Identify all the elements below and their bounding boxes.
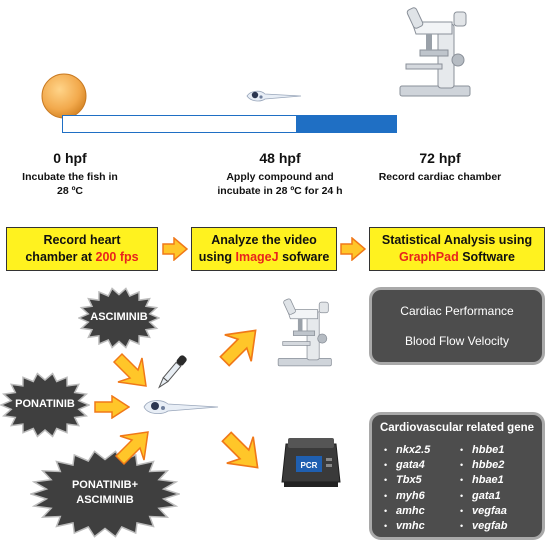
gene-box: Cardiovascular related gene • nkx2.5 • gata… <box>369 412 545 540</box>
gene-bullet: • <box>384 505 388 516</box>
pcr-machine-icon: PCR <box>281 438 341 487</box>
gene-item: nkx2.5 <box>396 444 431 456</box>
compound-combo-line1: PONATINIB+ <box>71 479 139 491</box>
workflow-step-3-highlight: GraphPad <box>398 250 459 264</box>
workflow-step-1-line1: Record heart <box>43 233 121 247</box>
timeline-bar <box>62 115 397 133</box>
stage-time-1: 48 hpf <box>259 150 301 166</box>
workflow-step-3: Statistical Analysis using GraphPad Soft… <box>369 227 545 271</box>
gene-bullet: • <box>460 521 464 531</box>
workflow-step-2-highlight: ImageJ <box>235 250 279 264</box>
stage-desc-1-line1: Apply compound and <box>226 171 334 183</box>
workflow-step-3-post: Software <box>458 250 515 264</box>
timeline-progress-fill <box>296 116 396 132</box>
gene-item: hbae1 <box>472 474 504 487</box>
burst-icon <box>30 450 180 538</box>
stage-desc-0-line2: 28 ºC <box>56 185 83 197</box>
stage-desc-1-line2: incubate in 28 ºC for 24 h <box>217 185 343 197</box>
gene-bullet: • <box>460 460 464 471</box>
burst-icon <box>78 287 160 349</box>
gene-item: gata4 <box>396 459 425 472</box>
performance-line1: Cardiac Performance <box>400 304 514 318</box>
gene-item: hbbe2 <box>472 459 505 472</box>
chevron-arrow-icon <box>162 237 188 261</box>
gene-bullet: • <box>460 445 464 455</box>
chevron-arrow-icon <box>340 237 366 261</box>
gene-item: amhc <box>396 504 425 517</box>
gene-item: vegfaa <box>472 504 507 517</box>
gene-box-title: Cardiovascular related gene <box>379 422 535 434</box>
arrow-combo-to-larva <box>114 431 149 466</box>
gene-item: hbbe1 <box>472 444 505 456</box>
gene-bullet: • <box>460 505 464 516</box>
gene-bullet: • <box>384 475 388 486</box>
workflow-step-2: Analyze the video using ImageJ sofware <box>191 227 337 271</box>
performance-box: Cardiac Performance Blood Flow Velocity <box>369 287 545 365</box>
workflow-step-2-line1: Analyze the video <box>211 233 317 247</box>
stage-time-0: 0 hpf <box>53 150 87 166</box>
pcr-label: PCR <box>301 461 318 470</box>
gene-item: myh6 <box>396 489 425 502</box>
gene-bullet: • <box>384 521 388 531</box>
arrow-larva-to-microscope <box>219 329 257 367</box>
gene-item: vegfab <box>472 520 508 532</box>
compound-ponatinib: PONATINIB <box>15 398 75 410</box>
larva-icon <box>143 400 219 415</box>
workflow-step-3-line1: Statistical Analysis using <box>381 233 533 247</box>
performance-line2: Blood Flow Velocity <box>404 334 510 348</box>
stage-time-2: 72 hpf <box>419 150 461 166</box>
stage-desc-0-line1: Incubate the fish in <box>22 171 118 183</box>
gene-item: Tbx5 <box>396 474 422 487</box>
compound-combo-line2: ASCIMINIB <box>76 494 134 506</box>
microscope-icon <box>399 7 471 97</box>
gene-bullet: • <box>384 460 388 471</box>
arrow-asciminib-to-larva <box>112 352 147 387</box>
gene-item: vmhc <box>396 520 425 532</box>
gene-bullet: • <box>460 475 464 486</box>
dropper-icon <box>158 355 187 389</box>
workflow-step-1: Record heart chamber at 200 fps <box>6 227 158 271</box>
burst-icon <box>0 372 90 438</box>
gene-bullet: • <box>384 445 388 455</box>
arrow-ponatinib-to-larva <box>94 395 130 419</box>
workflow-step-1-highlight: 200 fps <box>95 250 139 264</box>
workflow-step-1-pre: chamber at <box>25 250 96 264</box>
compound-asciminib: ASCIMINIB <box>90 311 148 323</box>
gene-bullet: • <box>460 490 464 501</box>
gene-bullet: • <box>384 490 388 501</box>
workflow-step-2-post: sofware <box>278 250 330 264</box>
microscope-icon <box>277 298 332 367</box>
workflow-step-2-pre: using <box>198 250 236 264</box>
arrow-larva-to-pcr <box>221 431 259 469</box>
gene-item: gata1 <box>472 489 501 502</box>
embryo-icon <box>41 73 87 119</box>
stage-desc-2-line1: Record cardiac chamber <box>378 171 502 183</box>
larva-icon <box>246 90 302 102</box>
